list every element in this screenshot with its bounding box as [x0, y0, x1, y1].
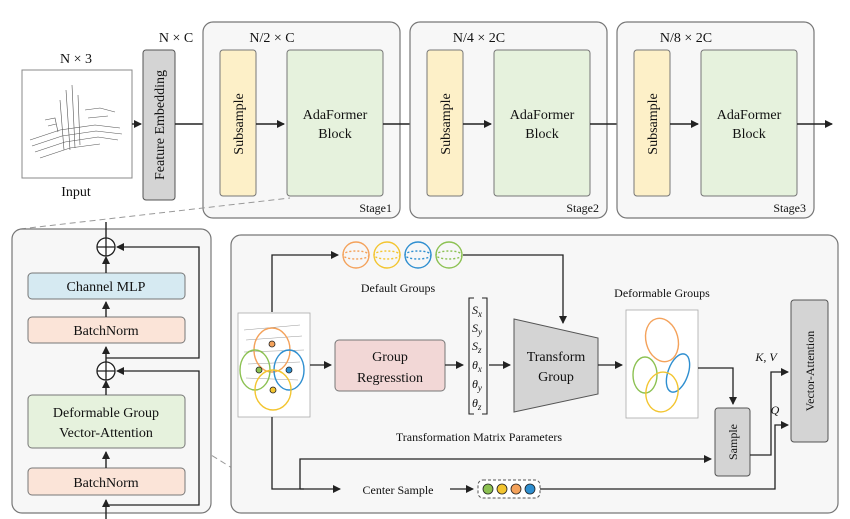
stage-3-subsample-box	[633, 49, 671, 197]
transformation-params: Sx Sy Sz θx θy θz	[468, 297, 488, 415]
arrow-deformable-to-sample	[698, 367, 737, 405]
param-thetaz: θz	[472, 396, 482, 412]
transform-group-label-1: Transform	[527, 350, 586, 365]
stage-2-adaformer-label-1: AdaFormer	[510, 108, 575, 123]
transform-group-box	[513, 318, 599, 413]
stage-1-adaformer-box	[286, 49, 384, 197]
residual-add-icon-upper	[96, 237, 116, 257]
stage-3: N/8 × 2C Subsample AdaFormer Block Stage…	[616, 21, 815, 219]
stage-3-dim-label: N/8 × 2C	[660, 31, 712, 46]
dgva-label-1: Deformable Group	[53, 406, 159, 421]
batchnorm-top-label: BatchNorm	[73, 324, 138, 339]
zoom-line-top	[19, 197, 291, 230]
vector-attention-label: Vector-Attention	[803, 331, 817, 411]
stage-1-dim-label: N/2 × C	[249, 31, 294, 46]
center-sample-label: Center Sample	[363, 483, 434, 497]
default-groups-label: Default Groups	[361, 281, 436, 295]
stage-2-dim-label: N/4 × 2C	[453, 31, 505, 46]
stage-3-subsample-label: Subsample	[646, 93, 661, 154]
residual-skip-lower	[106, 367, 200, 506]
arrow-default-to-transform	[463, 254, 567, 324]
attention-detail: Default Groups Group Regresstion Sx Sy S…	[230, 234, 839, 514]
feature-embedding-box	[142, 49, 176, 201]
stage-3-adaformer-label-1: AdaFormer	[717, 108, 782, 123]
arrow-to-default-groups	[271, 251, 339, 312]
sample-label: Sample	[726, 424, 740, 460]
arrow-input-to-sample	[299, 455, 712, 489]
stage-2-adaformer-box	[493, 49, 591, 197]
input-point-cloud	[21, 69, 133, 179]
arrow-sample-to-attention-kv	[750, 368, 789, 456]
group-regression-label-2: Regresstion	[357, 371, 423, 386]
flow-line-input-down	[271, 417, 304, 490]
stage-1-adaformer-label-2: Block	[318, 127, 351, 142]
channel-mlp-label: Channel MLP	[67, 280, 146, 295]
input-caption: Input	[61, 185, 91, 200]
stage-1-subsample-label: Subsample	[232, 93, 247, 154]
stage-3-adaformer-box	[700, 49, 798, 197]
residual-add-icon-lower	[96, 361, 116, 381]
stage-2-name: Stage2	[566, 201, 599, 215]
stage-1-adaformer-label-1: AdaFormer	[303, 108, 368, 123]
default-groups-image	[342, 241, 463, 269]
param-sy: Sy	[472, 321, 482, 337]
params-caption: Transformation Matrix Parameters	[396, 430, 563, 444]
transform-group-label-2: Group	[538, 370, 574, 385]
stage-2-subsample-box	[426, 49, 464, 197]
sample-box	[714, 407, 751, 477]
dgva-label-2: Vector-Attention	[59, 426, 153, 441]
param-sx: Sx	[472, 303, 482, 319]
deformable-groups-image	[625, 309, 699, 419]
deformable-groups-label: Deformable Groups	[614, 286, 710, 300]
adaformer-block-detail: BatchNorm Deformable Group Vector-Attent…	[11, 222, 212, 519]
feature-embedding-label: Feature Embedding	[153, 70, 168, 180]
input-shape-label: N × 3	[60, 52, 92, 67]
arrow-center-to-attention-q	[540, 421, 789, 490]
stage-2-subsample-label: Subsample	[439, 93, 454, 154]
param-thetax: θx	[472, 358, 482, 374]
input-groups-image	[237, 312, 311, 418]
vector-attention-box	[790, 299, 829, 443]
stage-1-name: Stage1	[359, 201, 392, 215]
residual-skip-upper	[106, 243, 200, 359]
embedding-dim-label: N × C	[159, 31, 193, 46]
param-sz: Sz	[472, 339, 482, 355]
stage-1-subsample-box	[219, 49, 257, 197]
q-label: Q	[771, 403, 780, 417]
stage-3-adaformer-label-2: Block	[732, 127, 765, 142]
stage-1: N/2 × C Subsample AdaFormer Block Stage1	[202, 21, 401, 219]
batchnorm-bottom-label: BatchNorm	[73, 476, 138, 491]
group-regression-label-1: Group	[372, 350, 408, 365]
stage-2-adaformer-label-2: Block	[525, 127, 558, 142]
center-points	[477, 479, 541, 499]
zoom-line-bottom	[194, 444, 233, 469]
param-thetay: θy	[472, 377, 482, 393]
kv-label: K, V	[754, 350, 778, 364]
stage-2: N/4 × 2C Subsample AdaFormer Block Stage…	[409, 21, 608, 219]
stage-3-name: Stage3	[773, 201, 806, 215]
